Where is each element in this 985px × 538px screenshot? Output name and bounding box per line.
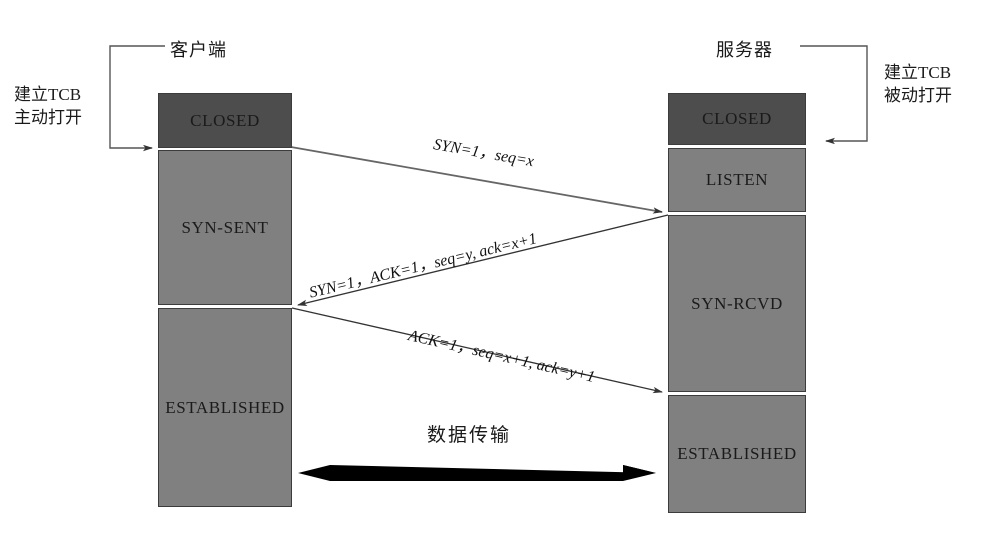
- server-connector: [800, 45, 868, 145]
- client-note: 建立TCB 主动打开: [14, 84, 82, 130]
- data-transfer-arrow: [298, 465, 656, 481]
- data-transfer-label: 数据传输: [427, 425, 512, 446]
- client-note-line-2: 主动打开: [14, 107, 82, 127]
- client-title: 客户端: [170, 40, 227, 60]
- message-label-syn-ack: SYN=1，ACK=1，seq=y, ack=x+1: [307, 230, 539, 302]
- server-title: 服务器: [716, 40, 773, 60]
- client-state-syn-sent: SYN-SENT: [158, 150, 292, 305]
- server-note-line-2: 被动打开: [884, 85, 952, 105]
- message-label-ack: ACK=1，seq=x+1, ack=y+1: [406, 327, 597, 387]
- client-note-line-1: 建立TCB: [14, 85, 82, 104]
- server-note-line-1: 建立TCB: [884, 63, 952, 82]
- client-state-closed: CLOSED: [158, 93, 292, 148]
- message-label-syn: SYN=1，seq=x: [432, 136, 536, 171]
- server-state-established: ESTABLISHED: [668, 395, 806, 513]
- server-state-closed: CLOSED: [668, 93, 806, 145]
- server-state-listen: LISTEN: [668, 148, 806, 212]
- client-state-established: ESTABLISHED: [158, 308, 292, 507]
- server-state-syn-rcvd: SYN-RCVD: [668, 215, 806, 392]
- client-connector: [109, 45, 165, 152]
- server-note: 建立TCB 被动打开: [884, 62, 952, 108]
